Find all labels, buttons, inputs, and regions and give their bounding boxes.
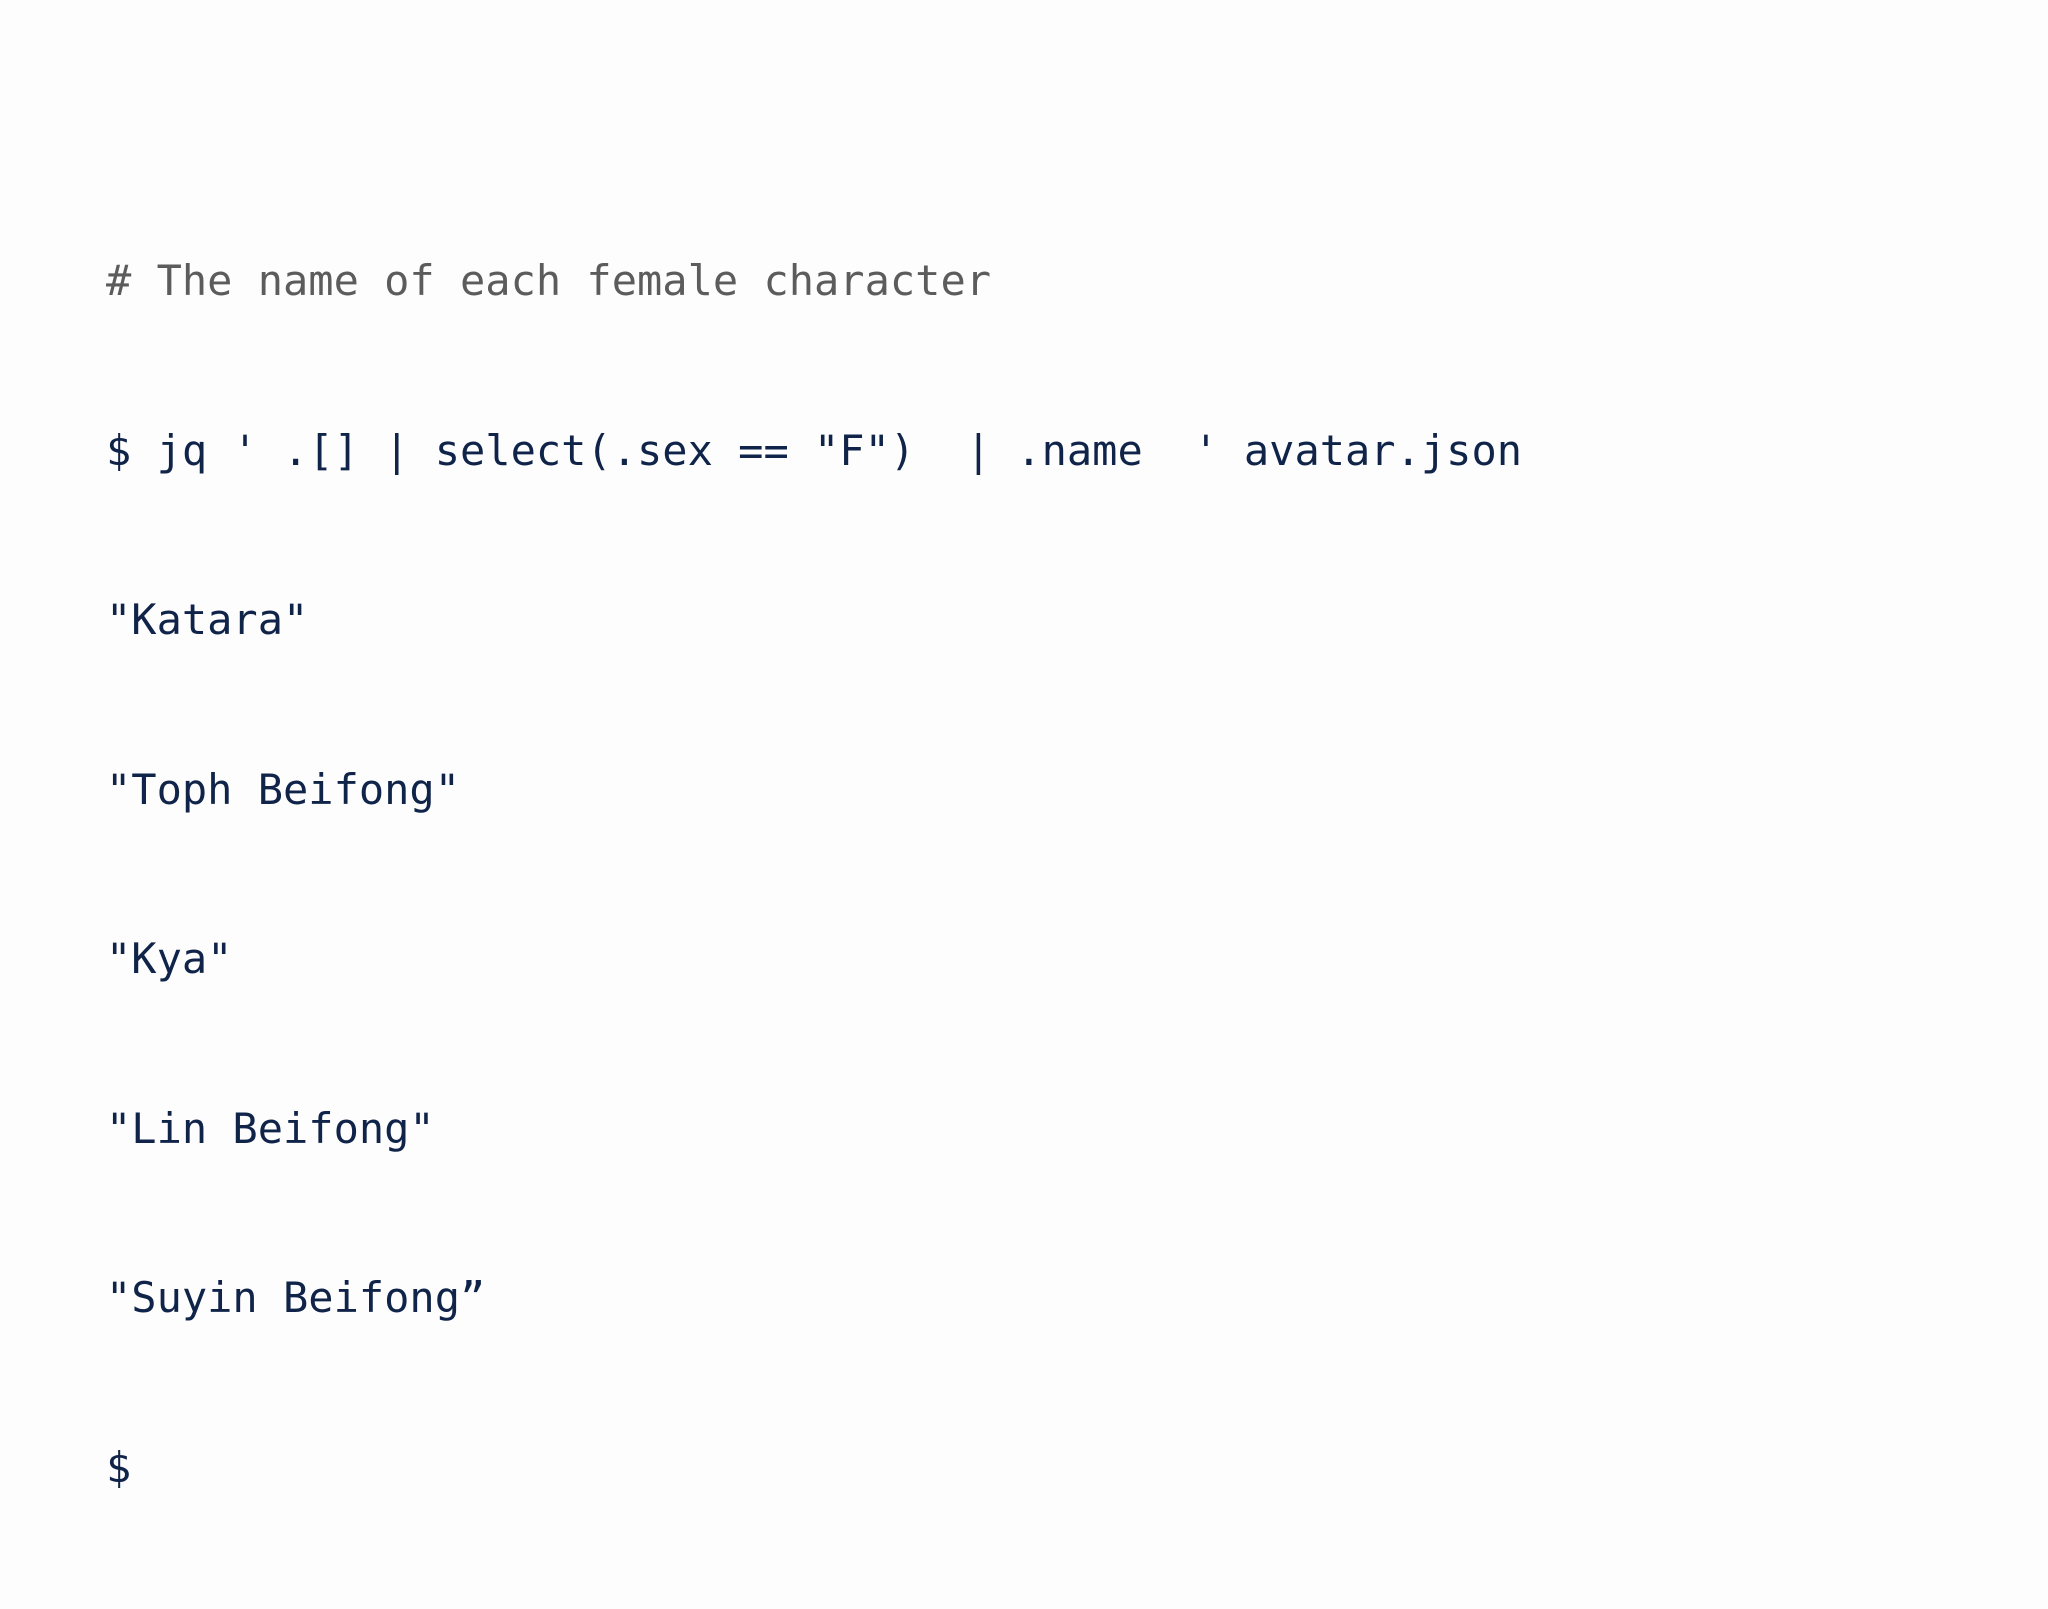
- output-line: "Katara": [106, 595, 309, 644]
- prompt-line[interactable]: $: [106, 1442, 132, 1492]
- output-line: "Suyin Beifong”: [106, 1273, 486, 1322]
- output-line: "Lin Beifong": [106, 1103, 435, 1153]
- output-line: "Kya": [106, 934, 233, 983]
- terminal-output: # The name of each female character $ jq…: [106, 140, 1522, 1609]
- comment-line: # The name of each female character: [106, 256, 992, 305]
- command-line: $ jq ' .[] | select(.sex == "F") | .name…: [106, 425, 1523, 475]
- terminal-window[interactable]: # The name of each female character $ jq…: [0, 0, 2048, 1492]
- output-line: "Toph Beifong": [106, 764, 461, 814]
